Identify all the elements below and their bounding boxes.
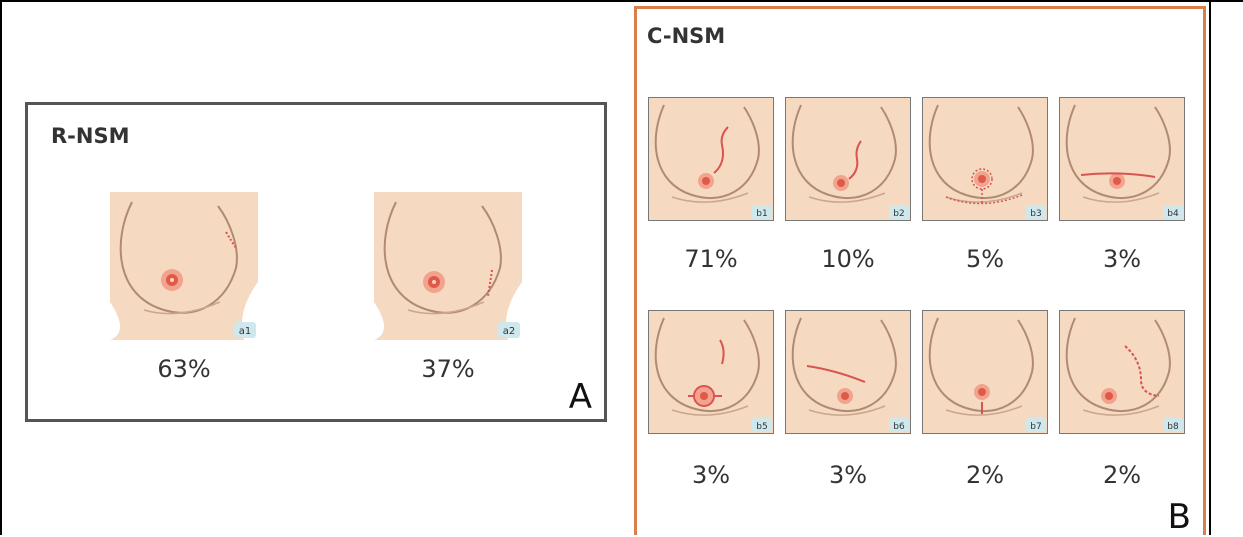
fig-tag: b7 <box>1030 422 1041 432</box>
fig-tag: b3 <box>1030 209 1041 219</box>
percent-b7: 2% <box>925 461 1045 489</box>
illustration-b2: b2 <box>785 97 911 221</box>
illustration-b5: b5 <box>648 310 774 434</box>
frame-top-line <box>0 0 1243 2</box>
illustration-b6: b6 <box>785 310 911 434</box>
illustration-b8: b8 <box>1059 310 1185 434</box>
fig-tag: a2 <box>503 326 516 337</box>
illustration-a2: a2 <box>374 192 522 340</box>
percent-b6: 3% <box>788 461 908 489</box>
panel-title: C-NSM <box>647 24 725 48</box>
illustration-a1: a1 <box>110 192 258 340</box>
fig-tag: b2 <box>893 209 904 219</box>
illustration-b4: b4 <box>1059 97 1185 221</box>
panel-r-nsm: R-NSM a1 63% <box>25 102 607 422</box>
panel-title: R-NSM <box>51 124 129 148</box>
percent-b2: 10% <box>788 245 908 273</box>
panel-letter: A <box>569 377 592 417</box>
illustration-b3: b3 <box>922 97 1048 221</box>
percent-b4: 3% <box>1062 245 1182 273</box>
fig-tag: b4 <box>1167 209 1179 219</box>
percent-b3: 5% <box>925 245 1045 273</box>
fig-tag: b6 <box>893 422 905 432</box>
fig-tag: b5 <box>756 422 767 432</box>
panel-c-nsm: C-NSM b1 71% b2 10% <box>634 6 1206 535</box>
percent-a1: 63% <box>124 355 244 383</box>
illustration-b7: b7 <box>922 310 1048 434</box>
fig-tag: b1 <box>756 209 767 219</box>
panel-letter: B <box>1168 497 1191 537</box>
illustration-b1: b1 <box>648 97 774 221</box>
percent-b8: 2% <box>1062 461 1182 489</box>
fig-tag: a1 <box>239 326 252 337</box>
fig-tag: b8 <box>1167 422 1179 432</box>
percent-a2: 37% <box>388 355 508 383</box>
percent-b1: 71% <box>651 245 771 273</box>
percent-b5: 3% <box>651 461 771 489</box>
frame-left-line <box>0 0 2 535</box>
frame-right-line <box>1209 0 1211 535</box>
